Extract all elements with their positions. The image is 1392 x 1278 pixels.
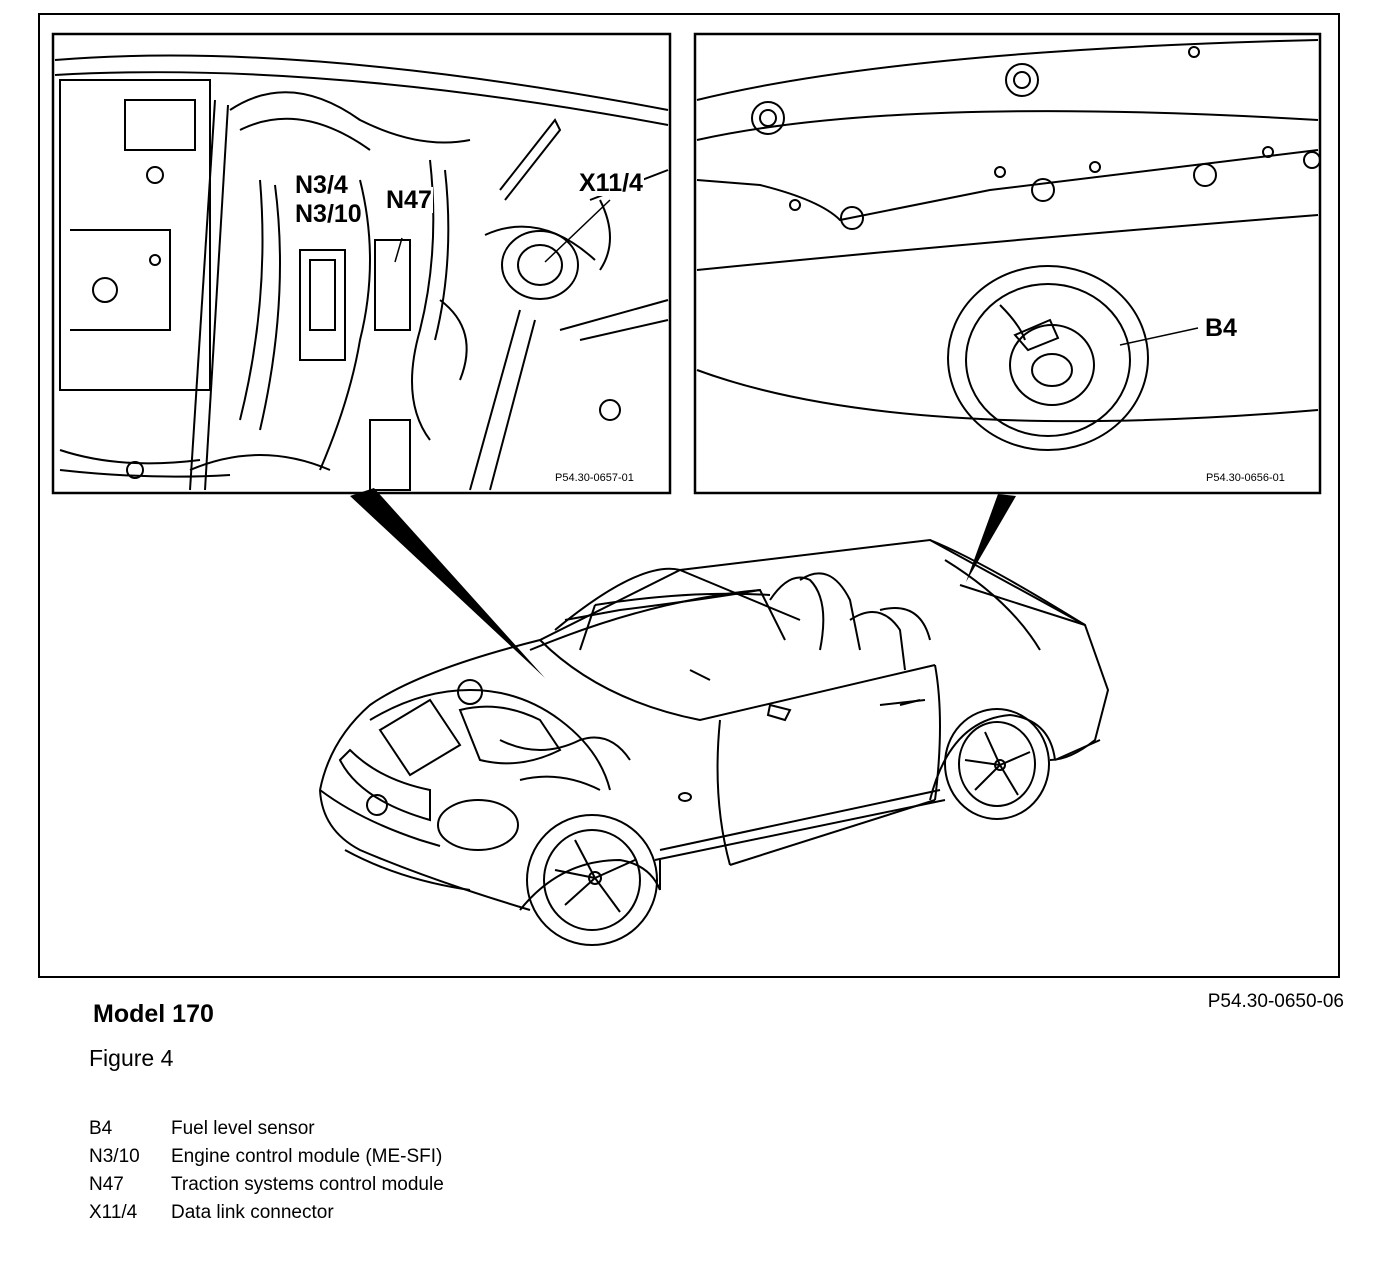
legend-row: N47 Traction systems control module xyxy=(89,1171,444,1199)
legend-description: Data link connector xyxy=(171,1202,334,1223)
legend-code: N3/10 xyxy=(89,1146,140,1167)
legend-code: B4 xyxy=(89,1118,113,1139)
left-inset-ref: P54.30-0657-01 xyxy=(553,472,636,484)
callout-b4: B4 xyxy=(1204,314,1238,342)
legend-description: Engine control module (ME-SFI) xyxy=(171,1146,443,1167)
roadster-car xyxy=(319,538,1110,946)
figure-frame xyxy=(38,13,1340,978)
legend-description: Fuel level sensor xyxy=(171,1118,315,1139)
figure-reference-number: P54.30-0650-06 xyxy=(1207,991,1344,1012)
figure-label: Figure 4 xyxy=(89,1045,174,1071)
legend-row: N3/10 Engine control module (ME-SFI) xyxy=(89,1143,444,1171)
model-label: Model 170 xyxy=(93,1000,214,1028)
legend-row: B4 Fuel level sensor xyxy=(89,1115,444,1143)
leader-lines xyxy=(394,199,1199,346)
callout-n3-10: N3/10 xyxy=(294,200,363,228)
legend-description: Traction systems control module xyxy=(171,1174,444,1195)
legend-row: X11/4 Data link connector xyxy=(89,1199,444,1227)
fuel-tank-inset xyxy=(693,32,1322,495)
pointer-engine-wedge xyxy=(350,488,545,678)
right-inset-ref: P54.30-0656-01 xyxy=(1204,472,1287,484)
legend-code: N47 xyxy=(89,1174,124,1195)
callout-n3-4: N3/4 xyxy=(294,171,349,199)
legend: B4 Fuel level sensor N3/10 Engine contro… xyxy=(89,1115,444,1227)
engine-compartment-inset xyxy=(51,32,672,495)
pointer-tank-wedge xyxy=(966,494,1016,582)
legend-code: X11/4 xyxy=(89,1202,138,1223)
callout-x11-4: X11/4 xyxy=(578,169,644,197)
callout-n47: N47 xyxy=(385,186,433,214)
